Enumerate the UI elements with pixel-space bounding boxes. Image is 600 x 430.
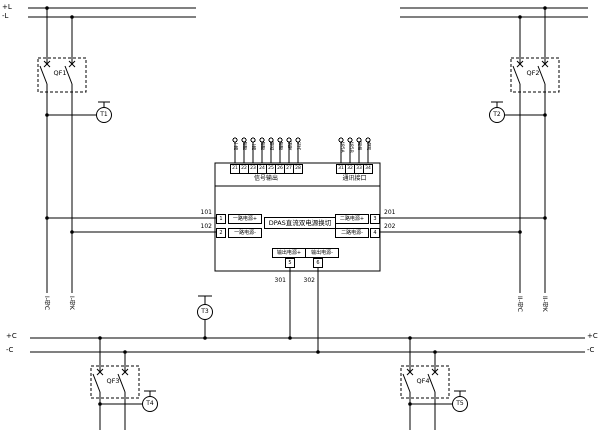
bus-label-top-plus: +L <box>2 3 12 11</box>
bus-lines <box>28 7 588 353</box>
bus-tag-ii-c: II-母C <box>516 296 523 312</box>
bus-tag-ii-k: II-母K <box>541 296 548 312</box>
breaker-symbols <box>37 57 560 399</box>
breaker-qf2-label: QF2 <box>526 69 540 77</box>
bus-tag-i-k: I-母K <box>68 296 75 310</box>
junction-dots <box>45 6 547 406</box>
riser-tag: 备用 <box>366 141 371 150</box>
wire-label-202: 202 <box>384 223 396 230</box>
wire-label-101: 101 <box>200 209 212 216</box>
terminal-3: 3 <box>370 214 380 224</box>
conductor-lines <box>46 8 546 430</box>
signal-output-group-title: 信号输出 <box>253 175 278 182</box>
riser-tag: 公共 <box>296 141 301 150</box>
breaker-qf3-label: QF3 <box>106 377 120 385</box>
input2-minus-label: 二路电源- <box>335 228 369 238</box>
transducer-t1: T1 <box>96 107 112 123</box>
wire-label-301: 301 <box>274 277 286 284</box>
signal-risers <box>232 137 371 163</box>
riser-tag: 报警 <box>287 141 292 150</box>
riser-tag: 一路 <box>233 141 238 150</box>
output-minus-label: 输出电源- <box>305 248 339 258</box>
terminal-6: 6 <box>313 258 323 268</box>
riser-tag: 故障 <box>278 141 283 150</box>
breaker-qf1-label: QF1 <box>53 69 67 77</box>
wire-label-201: 201 <box>384 209 396 216</box>
input1-minus-label: 一路电源- <box>228 228 262 238</box>
input1-plus-label: 一路电源+ <box>228 214 262 224</box>
transducer-t3: T3 <box>197 304 213 320</box>
device-title: DPAS直流双电源换切 <box>264 217 336 229</box>
riser-tag: 故障 <box>260 141 265 150</box>
bus-label-bottom-left-minus: -C <box>6 346 14 354</box>
input2-plus-label: 二路电源+ <box>335 214 369 224</box>
transducer-t2: T2 <box>489 107 505 123</box>
comm-port-group-title: 通讯接口 <box>342 175 367 182</box>
riser-tag: 485B <box>348 141 353 153</box>
breaker-qf4-label: QF4 <box>416 377 430 385</box>
bus-label-bottom-left-plus: +C <box>6 332 17 340</box>
comm-terminal: 34 <box>363 164 373 174</box>
riser-tag: 二路 <box>251 141 256 150</box>
wire-label-102: 102 <box>200 223 212 230</box>
terminal-5: 5 <box>285 258 295 268</box>
terminal-4: 4 <box>370 228 380 238</box>
riser-tag: 屏蔽 <box>357 141 362 150</box>
bus-label-top-minus: -L <box>2 12 9 20</box>
transducer-t5: T5 <box>452 396 468 412</box>
wire-label-302: 302 <box>303 277 315 284</box>
bus-label-bottom-right-plus: +C <box>587 332 598 340</box>
output-plus-label: 输出电源+ <box>272 248 306 258</box>
riser-tag: 输出 <box>269 141 274 150</box>
bus-label-bottom-right-minus: -C <box>587 346 595 354</box>
riser-tag: 故障 <box>242 141 247 150</box>
terminal-1: 1 <box>216 214 226 224</box>
transducer-t4: T4 <box>142 396 158 412</box>
terminal-2: 2 <box>216 228 226 238</box>
bus-tag-i-c: I-母C <box>43 296 50 311</box>
signal-terminal: 28 <box>293 164 303 174</box>
riser-tag: 485A <box>339 141 344 153</box>
